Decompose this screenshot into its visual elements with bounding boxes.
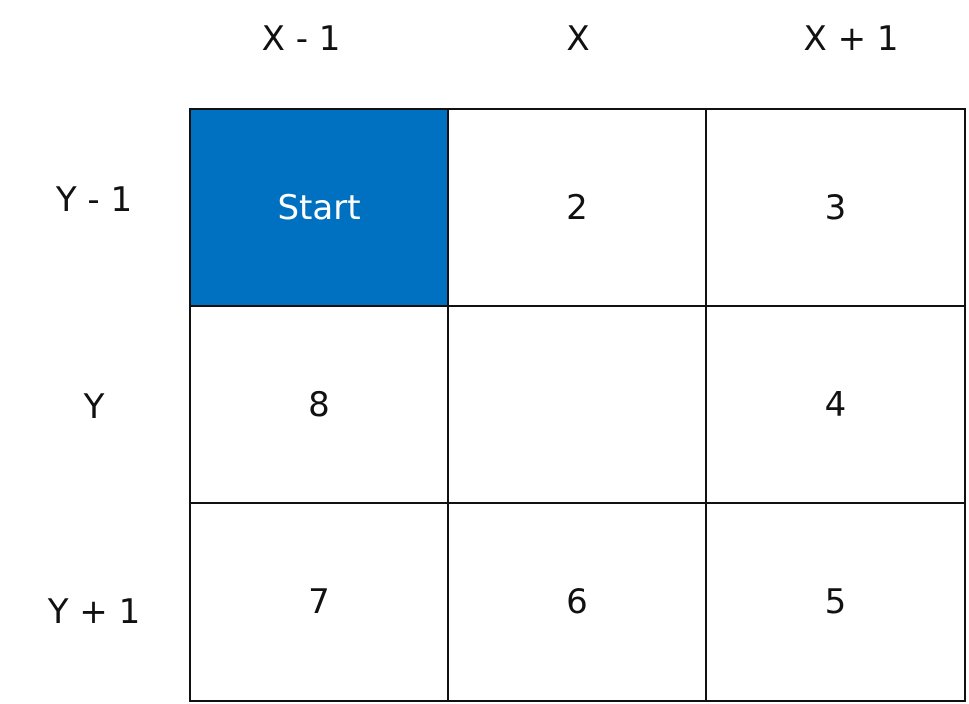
column-label-x-minus-1: X - 1 — [261, 19, 341, 59]
row-label-y-plus-1: Y + 1 — [47, 592, 141, 632]
grid-cell-6: 6 — [449, 504, 707, 702]
grid-cell-center — [449, 307, 707, 504]
grid-cell-3: 3 — [707, 110, 966, 307]
grid-cell-start: Start — [191, 110, 449, 307]
row-label-y-minus-1: Y - 1 — [55, 180, 133, 220]
grid-cell-7: 7 — [191, 504, 449, 702]
neighbor-grid: Start 2 3 8 4 7 6 5 — [189, 108, 966, 702]
column-label-x: X — [566, 19, 590, 59]
row-label-y: Y — [83, 387, 105, 427]
grid-cell-4: 4 — [707, 307, 966, 504]
grid-cell-5: 5 — [707, 504, 966, 702]
column-label-x-plus-1: X + 1 — [803, 19, 899, 59]
grid-cell-2: 2 — [449, 110, 707, 307]
grid-cell-8: 8 — [191, 307, 449, 504]
